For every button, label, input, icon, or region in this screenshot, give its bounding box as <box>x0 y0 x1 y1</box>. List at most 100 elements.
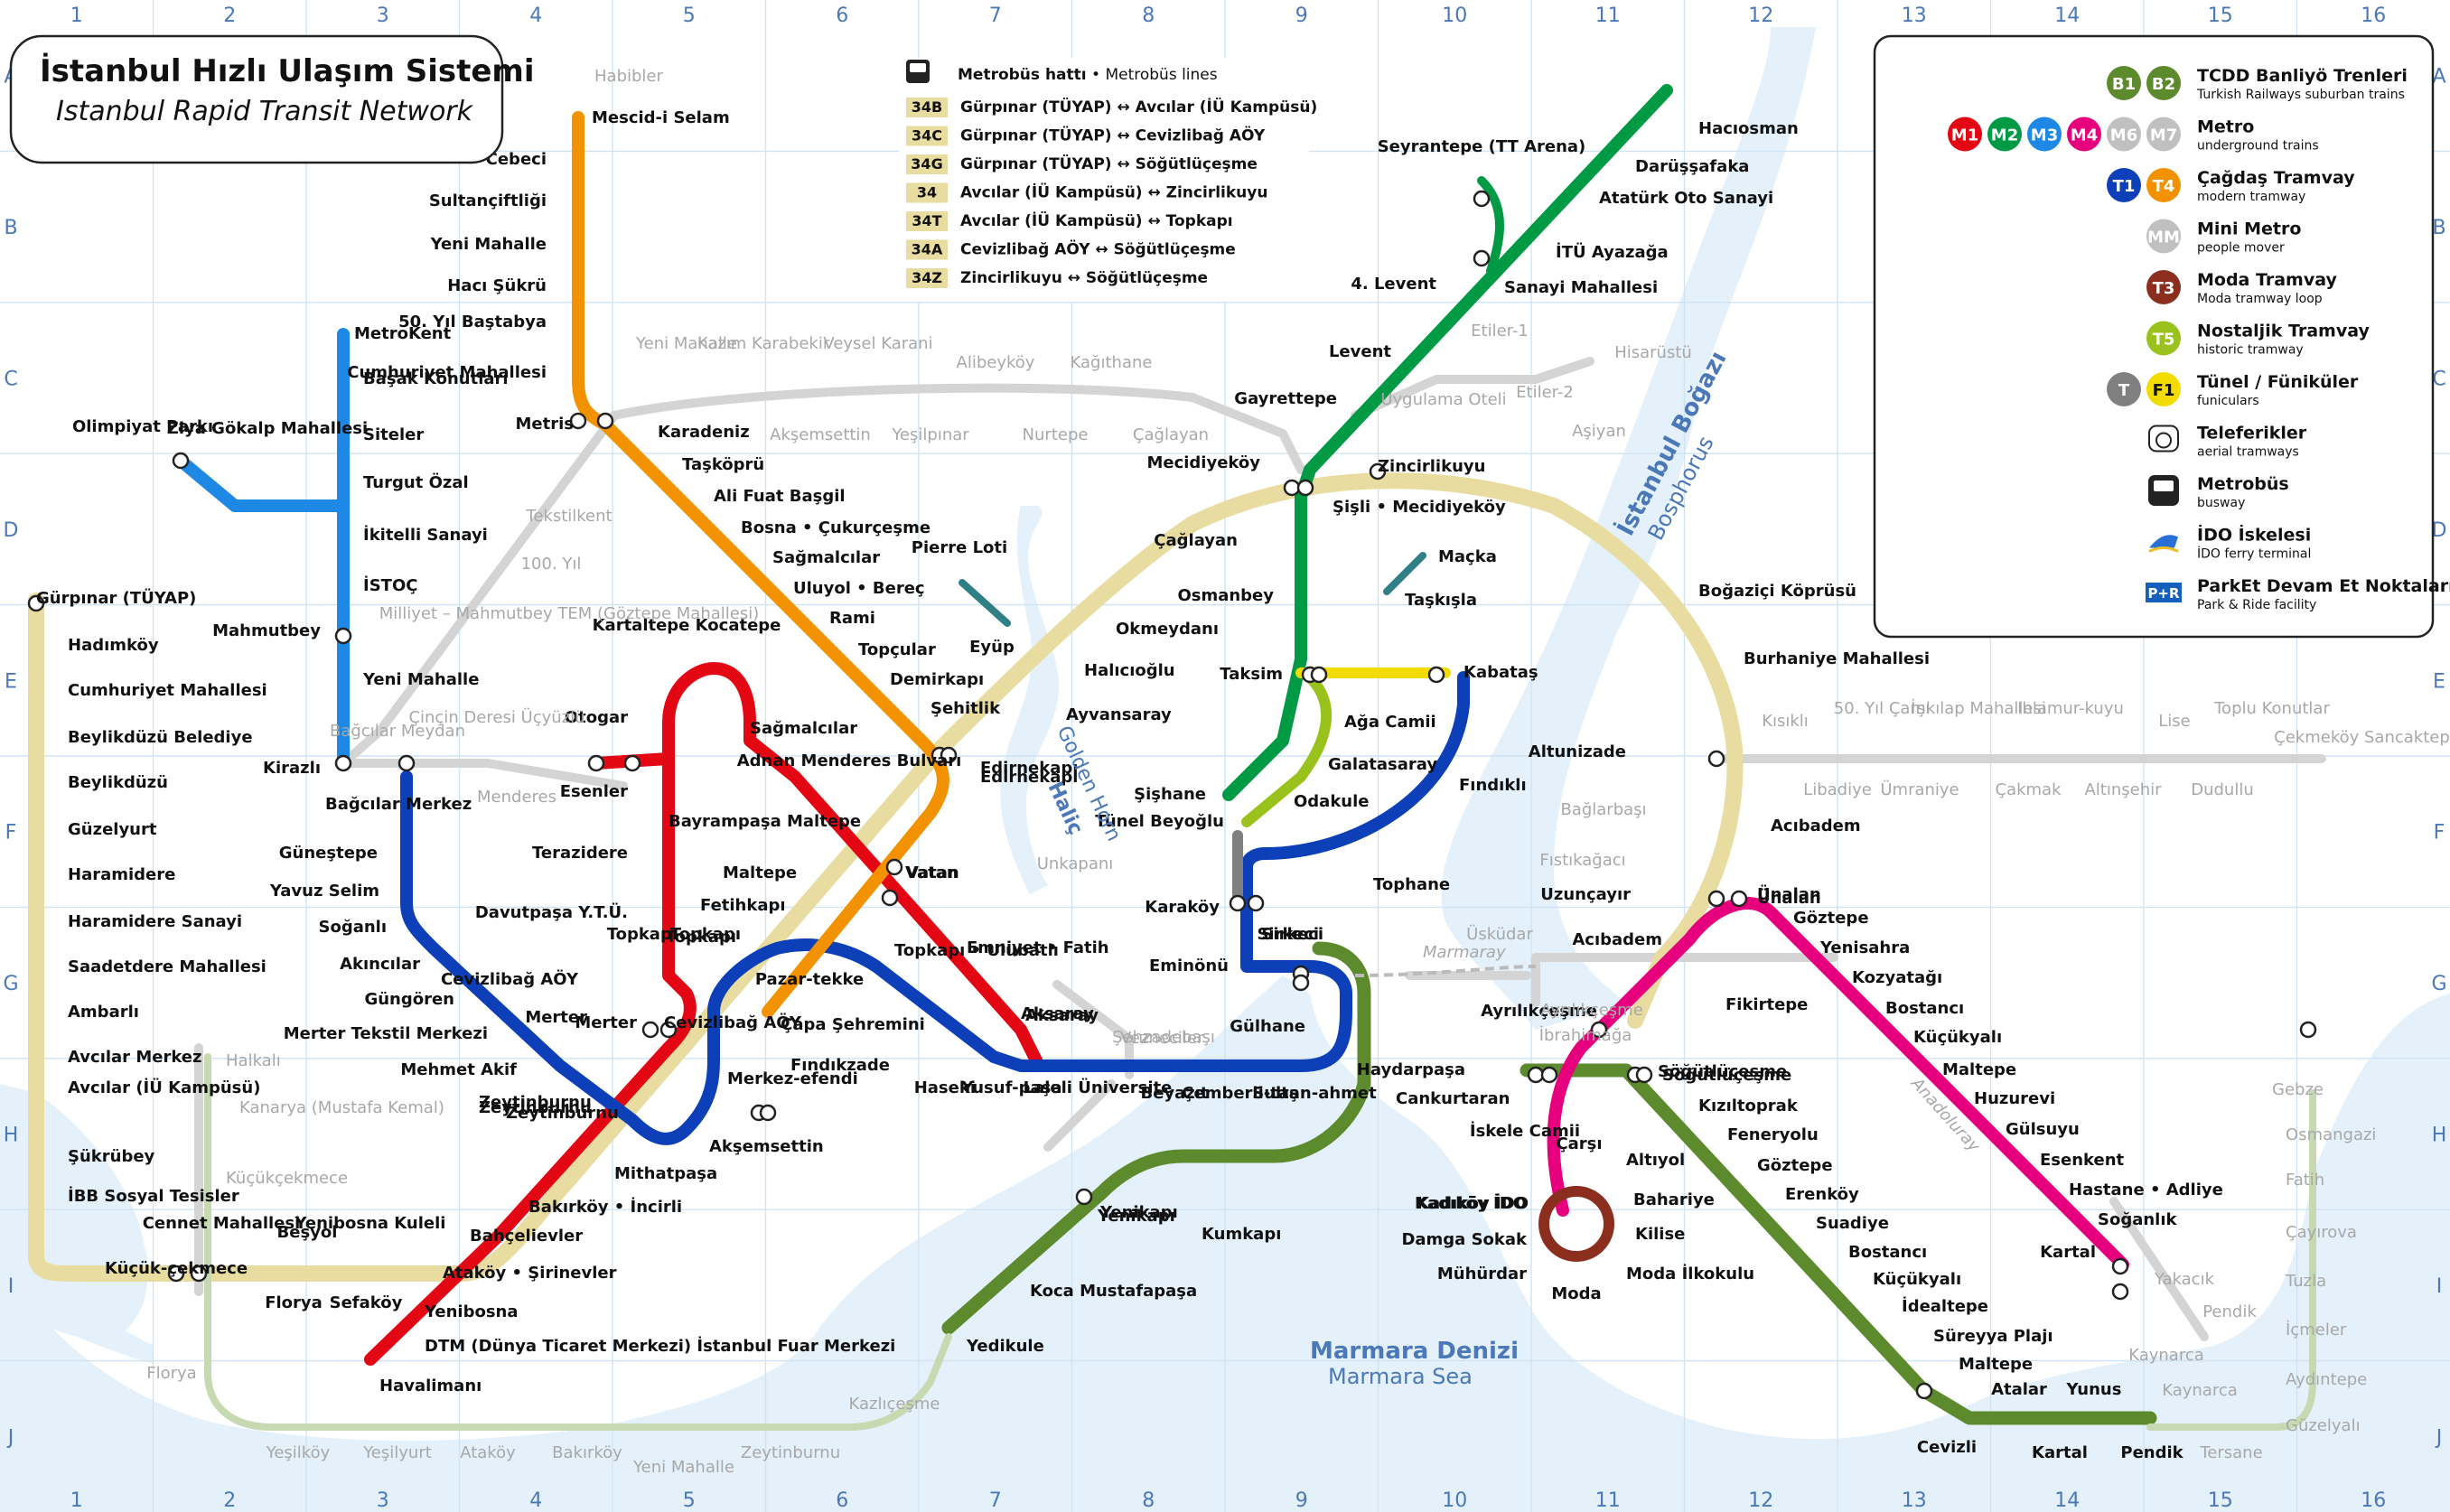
station-label-m2: Osmanbey <box>1177 586 1274 605</box>
grid-col-label: 8 <box>1142 5 1155 27</box>
metrobus-line-route: Avcılar (İÜ Kampüsü) ↔ Topkapı <box>960 210 1233 230</box>
station-label-planned: Menderes <box>477 788 556 807</box>
grid-col-label: 10 <box>1442 1489 1467 1512</box>
station-label-t1: Çapa Şehremini <box>781 1015 925 1034</box>
station-label-t4: Rami <box>829 609 875 628</box>
station-label-t1: Yusuf-paşa <box>961 1078 1062 1097</box>
legend-badge-m1 <box>1948 117 1982 152</box>
station-label-planned: Altınşehir <box>2084 780 2162 799</box>
planned-lines <box>194 357 2326 1341</box>
station-label-m1: Merter <box>575 1013 637 1032</box>
grid-row-label: C <box>4 369 17 391</box>
bosphorus <box>1441 27 1816 1030</box>
station-label-metrobus: Halıcıoğlu <box>1084 661 1175 680</box>
station-label-m2: Unkapanı <box>1037 854 1114 873</box>
grid-col-label: 1 <box>70 1489 83 1512</box>
station-label-t4: Yeni Mahalle <box>430 235 547 254</box>
grid-row-label: I <box>8 1275 14 1298</box>
legend-subtitle: modern tramway <box>2197 190 2305 204</box>
b1-west-planned <box>204 1053 952 1431</box>
station-label-m2: Şişli • Mecidiyeköy <box>1333 498 1506 517</box>
station-label-t1: Mithatpaşa <box>614 1164 717 1183</box>
station-dot <box>1473 190 1491 208</box>
t3-moda-loop <box>1538 1186 1614 1262</box>
grid-col-label: 8 <box>1142 1489 1155 1512</box>
station-label-b1: Yeşilyurt <box>362 1443 432 1462</box>
station-label-planned: Çekmeköy Sancaktepe <box>2274 728 2450 747</box>
legend-title: İDO İskelesi <box>2197 524 2311 546</box>
station-label-b1: Yeşilköy <box>266 1443 331 1462</box>
station-label-t1: Merkez-efendi <box>727 1069 858 1088</box>
station-label-m1: Esenler <box>560 782 628 801</box>
station-label-planned: Veysel Karani <box>823 334 932 353</box>
station-label-t1: Çemberli-taş <box>1182 1084 1298 1103</box>
station-label-m2: Darüşşafaka <box>1635 157 1749 176</box>
station-label-m4: Bostancı <box>1885 999 1964 1018</box>
station-label-m1: Topkapı • Ulubatlı <box>894 941 1059 960</box>
grid-col-label: 16 <box>2361 1489 2386 1512</box>
station-label-planned: Alibeyköy <box>957 353 1035 372</box>
station-label-b2: Fatih <box>2286 1171 2324 1190</box>
station-dot <box>1473 249 1491 267</box>
station-label-m1: Davutpaşa Y.T.Ü. <box>475 902 628 922</box>
grid-row-label: J <box>2435 1426 2443 1449</box>
legend-badge-b1 <box>2107 66 2141 100</box>
station-dot <box>596 412 614 430</box>
grid-col-label: 14 <box>2054 1489 2080 1512</box>
station-label-m4: Hastane • Adliye <box>2069 1181 2223 1199</box>
station-label-m1: Bahçelievler <box>470 1227 583 1246</box>
station-dot <box>1247 894 1265 912</box>
station-label-m2: Atatürk Oto Sanayi <box>1599 189 1773 208</box>
station-label-b1: Yedikule <box>966 1337 1044 1356</box>
metrobus-line-code: 34 <box>917 184 937 201</box>
station-label-m3: Olimpiyat Parkı <box>72 417 213 436</box>
station-label-m4: Ünalan <box>1757 888 1821 908</box>
station-dot <box>167 1265 185 1283</box>
station-label-b2: Yunus <box>2066 1380 2122 1399</box>
station-dot <box>1296 479 1314 497</box>
station-label-m3: MetroKent <box>354 324 452 343</box>
svg-text:M1: M1 <box>1951 126 1978 145</box>
grid-row-label: G <box>3 973 18 995</box>
station-label-t4: Karadeniz <box>658 423 750 442</box>
station-label-t1: Merter Tekstil Merkezi <box>284 1024 488 1043</box>
title-box: İstanbul Hızlı Ulaşım Sistemi Istanbul R… <box>9 34 535 164</box>
b2-east-planned <box>2146 1089 2316 1431</box>
station-label-t4: 50. Yıl Baştabya <box>398 313 547 331</box>
station-label-b2: Tersane <box>2199 1443 2262 1462</box>
svg-text:M6: M6 <box>2110 126 2137 145</box>
station-dot <box>1075 1188 1093 1206</box>
station-dot <box>1229 894 1247 912</box>
station-label-planned: Üsküdar <box>1466 924 1533 944</box>
station-label-metrobus: Gürpınar (TÜYAP) <box>36 588 196 608</box>
station-label-planned: Bağlarbaşı <box>1560 800 1646 819</box>
station-label-metrobus: Zeytinburnu <box>479 1093 592 1112</box>
station-label-metrobus: Cennet Mahallesi <box>143 1214 301 1233</box>
legend-badge-mm <box>2146 219 2181 254</box>
station-label-planned: Çakmak <box>1995 780 2062 799</box>
station-label-t4: Sultançiftliği <box>429 191 547 210</box>
station-label-metrobus: Ambarlı <box>68 1003 139 1022</box>
station-label-b2: Kartal <box>2032 1443 2088 1462</box>
station-label-metrobus: Fikirtepe <box>1725 995 1808 1014</box>
station-label-t4: Mescid-i Selam <box>592 108 730 127</box>
station-label-b2: Feneryolu <box>1727 1125 1819 1144</box>
station-label-metrobus: Acıbadem <box>1771 817 1861 835</box>
station-label-b2: İdealtepe <box>1902 1296 1988 1316</box>
station-dot <box>2299 1021 2317 1039</box>
station-label-planned: Şehzadebaşı <box>1112 1028 1215 1047</box>
grid-col-label: 9 <box>1295 5 1308 27</box>
station-label-t3: Bahariye <box>1633 1190 1715 1209</box>
station-label-metrobus: Burhaniye Mahallesi <box>1744 649 1930 668</box>
metrobus-line-code: 34C <box>912 127 942 145</box>
station-dot <box>1427 666 1445 684</box>
station-label-metrobus: Söğütlüçeşme <box>1658 1062 1787 1081</box>
station-label-t5: Galatasaray <box>1328 755 1437 774</box>
station-label-t4: Demirkapı <box>890 670 984 689</box>
legend-title: Metrobüs <box>2197 474 2289 494</box>
